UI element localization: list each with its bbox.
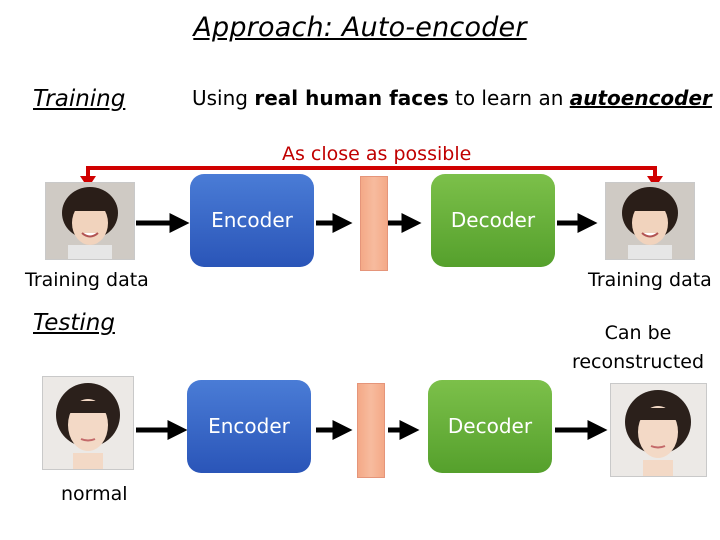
testing-section-label: Testing bbox=[33, 310, 115, 336]
training-description: Using real human faces to learn an autoe… bbox=[192, 86, 712, 110]
training-output-face-image bbox=[605, 182, 695, 260]
training-output-caption: Training data bbox=[588, 269, 712, 291]
testing-output-caption-line1: Can be bbox=[604, 322, 672, 344]
training-decoder-label: Decoder bbox=[450, 208, 536, 232]
training-desc-underline: autoencoder bbox=[569, 86, 712, 110]
training-desc-bold: real human faces bbox=[254, 86, 449, 110]
testing-output-caption: Can be reconstructed bbox=[568, 319, 708, 377]
testing-decoder-label: Decoder bbox=[447, 414, 533, 438]
training-input-caption: Training data bbox=[25, 269, 149, 291]
testing-encoder-block: Encoder bbox=[187, 380, 311, 473]
testing-encoder-label: Encoder bbox=[208, 414, 290, 438]
testing-code-layer bbox=[357, 383, 385, 478]
training-desc-mid: to learn an bbox=[448, 86, 570, 110]
training-encoder-label: Encoder bbox=[211, 208, 293, 232]
testing-input-face-image bbox=[42, 376, 134, 470]
training-decoder-block: Decoder bbox=[431, 174, 555, 267]
training-input-face-image bbox=[45, 182, 135, 260]
testing-output-face-image bbox=[610, 383, 707, 477]
page-title: Approach: Auto-encoder bbox=[193, 12, 527, 43]
testing-output-caption-line2: reconstructed bbox=[571, 351, 705, 373]
testing-decoder-block: Decoder bbox=[428, 380, 552, 473]
testing-input-caption: normal bbox=[61, 483, 128, 505]
training-section-label: Training bbox=[33, 86, 126, 112]
training-code-layer bbox=[360, 176, 388, 271]
training-desc-prefix: Using bbox=[192, 86, 255, 110]
training-encoder-block: Encoder bbox=[190, 174, 314, 267]
comparison-label: As close as possible bbox=[278, 143, 476, 165]
